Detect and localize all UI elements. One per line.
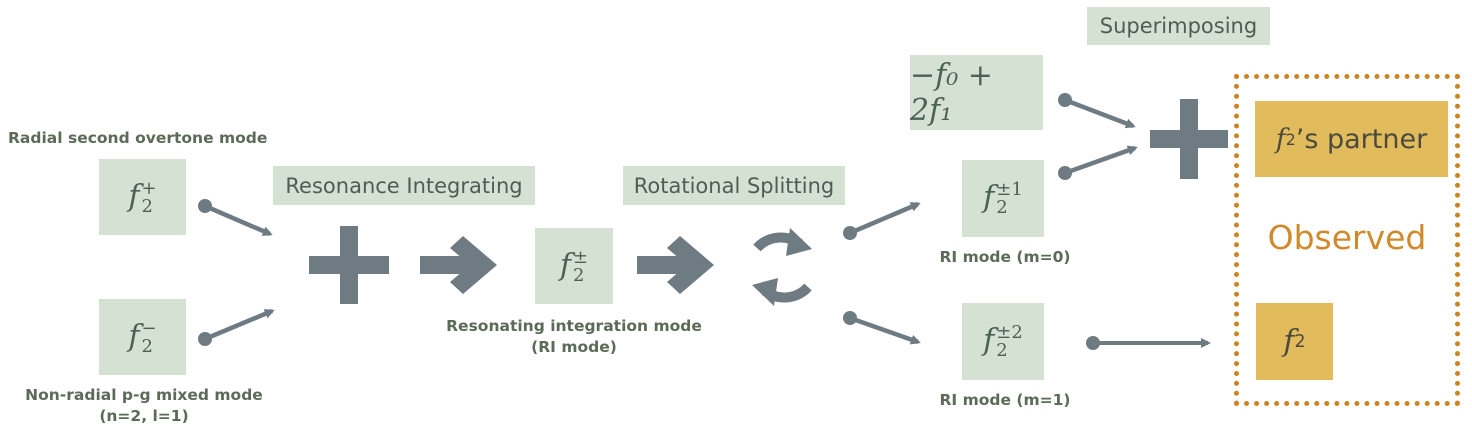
big-arrow-1 <box>420 236 497 294</box>
mode-box-f2-plus: f+2 <box>99 159 186 235</box>
ri-mode-caption: Resonating integration mode (RI mode) <box>446 317 702 356</box>
mode-f2-minus: f−2 <box>128 317 157 357</box>
observed-title: Observed <box>1267 218 1427 257</box>
connector-to-f2pm1 <box>843 201 921 240</box>
connector-f2minus-to-plus <box>198 308 275 346</box>
connector-combo-to-plus <box>1058 93 1136 129</box>
radial-mode-caption: Radial second overtone mode <box>8 129 268 147</box>
stage-superimposing: Superimposing <box>1087 7 1270 45</box>
nonradial-mode-caption: Non-radial p-g mixed mode (n=2, l=1) <box>25 386 263 425</box>
mode-box-combo: −f₀ + 2f₁ <box>910 55 1043 130</box>
connector-to-f2pm2 <box>843 311 921 345</box>
connector-f2pm1-to-plus <box>1058 145 1138 180</box>
mode-f2-pm: f±2 <box>559 246 589 286</box>
stage-rotational-splitting: Rotational Splitting <box>623 166 845 205</box>
plus-symbol-resonance <box>309 226 389 304</box>
mode-box-f2-minus: f−2 <box>99 299 186 375</box>
mode-f2-plus: f+2 <box>128 177 157 217</box>
connector-f2plus-to-plus <box>198 199 273 237</box>
ri-mode-m0-caption: RI mode (m=0) <box>939 248 1071 266</box>
mode-combo: −f₀ + 2f₁ <box>910 57 993 128</box>
big-arrow-2 <box>637 236 714 294</box>
plus-symbol-superimposing <box>1150 99 1228 179</box>
mode-box-f2-pm: f±2 <box>535 228 613 304</box>
ri-mode-m1-caption: RI mode (m=1) <box>939 391 1071 409</box>
stage-resonance-integrating: Resonance Integrating <box>273 166 535 205</box>
connector-f2pm2-to-observed <box>1086 336 1211 350</box>
observed-frame <box>1234 74 1460 406</box>
